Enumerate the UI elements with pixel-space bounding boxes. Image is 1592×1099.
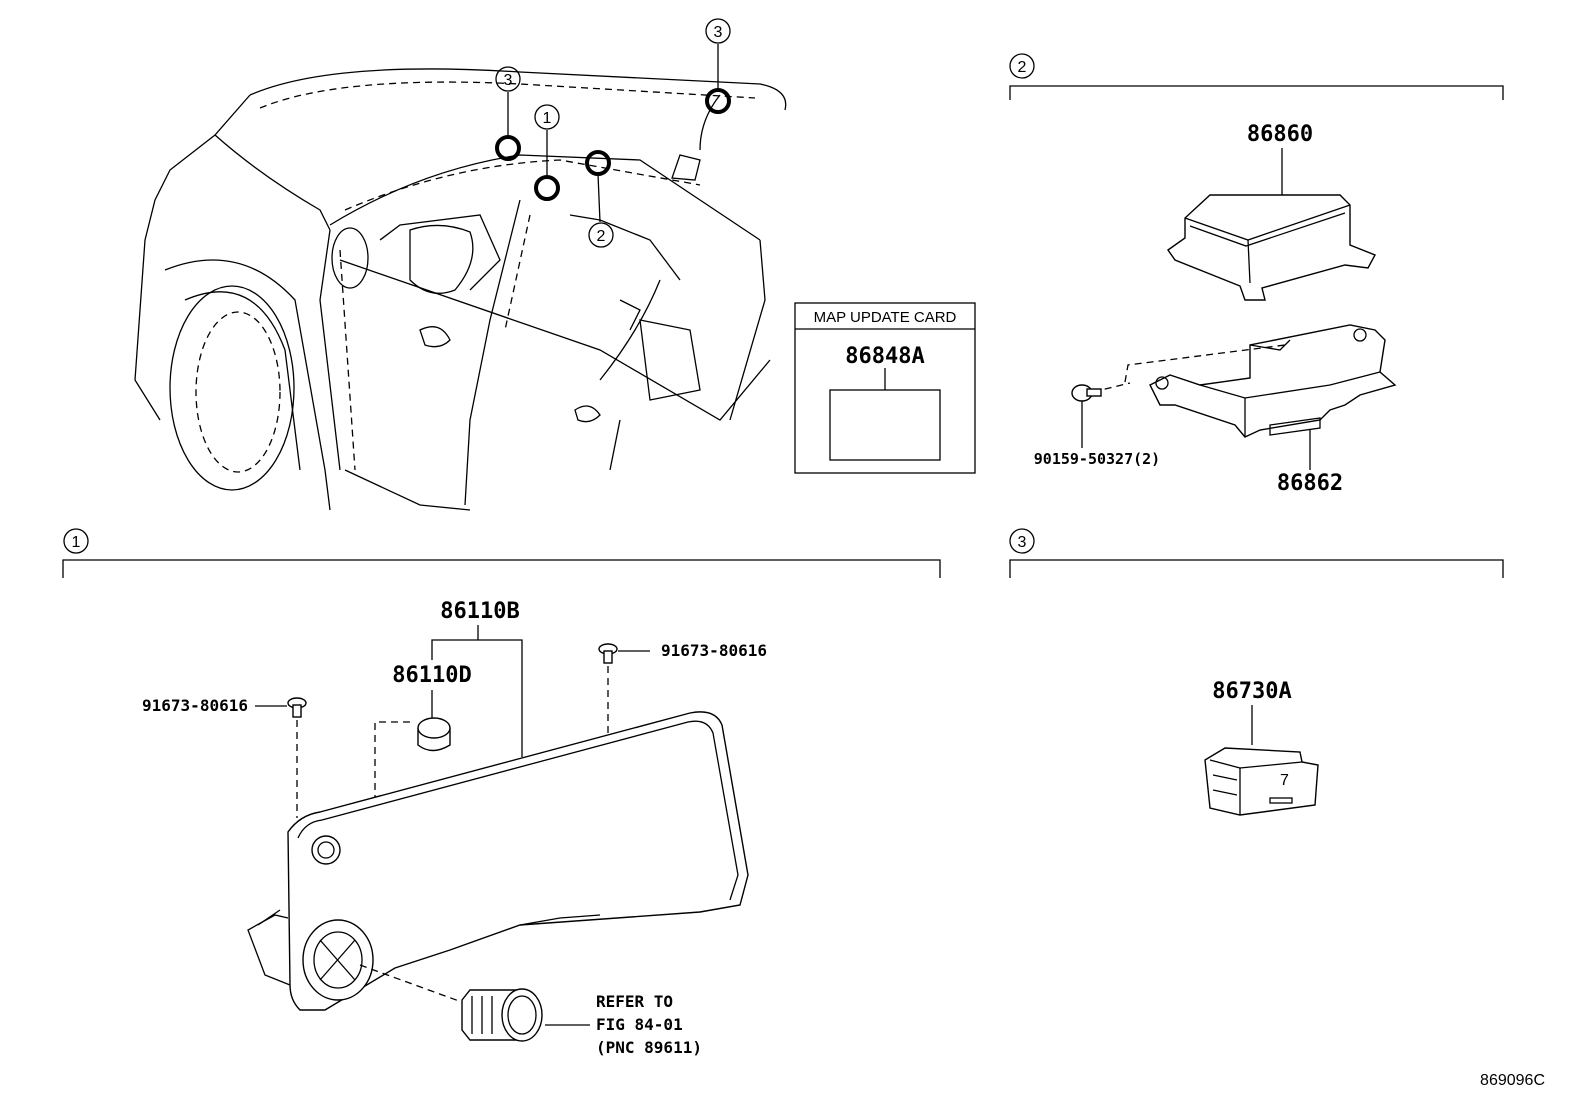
part-number-86862: 86862: [1277, 471, 1343, 496]
section-1-bracket: [62, 559, 941, 578]
location-ring-3-a: [495, 135, 521, 161]
ecu-bracket-illustration: [1149, 324, 1397, 438]
part-number-86110B: 86110B: [440, 599, 519, 624]
callout-1-overview: 1: [543, 110, 552, 127]
section-3-bracket: [1009, 559, 1504, 578]
map-update-card-title: MAP UPDATE CARD: [814, 309, 957, 326]
callout-3-overview-b: 3: [714, 24, 723, 41]
ecu-module-illustration: [1167, 194, 1376, 301]
part-number-90159-50327: 90159-50327(2): [1034, 450, 1160, 468]
callout-3-overview-a: 3: [504, 72, 513, 89]
vehicle-overview-illustration: [134, 68, 787, 511]
section-2-callout: 2: [1018, 59, 1027, 76]
svg-text:7: 7: [1280, 772, 1289, 789]
location-ring-2: [585, 150, 611, 176]
bolt-left-icon: [287, 697, 307, 718]
part-number-91673-80616-left: 91673-80616: [142, 696, 248, 715]
screw-icon: [1071, 384, 1102, 402]
knob-86110D-icon: [417, 717, 451, 752]
display-panel-86110B-illustration: [247, 711, 749, 1011]
refer-to-line-2: FIG 84-01: [596, 1015, 683, 1034]
section-1-callout: 1: [72, 534, 81, 551]
callout-2-overview: 2: [597, 228, 606, 245]
figure-id: 869096C: [1480, 1072, 1545, 1089]
part-number-91673-80616-right: 91673-80616: [661, 641, 767, 660]
refer-to-line-1: REFER TO: [596, 992, 673, 1011]
map-update-card-shape: [829, 389, 941, 461]
section-2-bracket: [1009, 85, 1504, 100]
part-number-86860: 86860: [1247, 122, 1313, 147]
refer-to-line-3: (PNC 89611): [596, 1038, 702, 1057]
part-number-86110D: 86110D: [392, 663, 471, 688]
location-ring-3-b: [705, 88, 731, 114]
section-3-callout: 3: [1018, 534, 1027, 551]
map-update-card-part-number: 86848A: [845, 344, 924, 369]
bolt-right-icon: [598, 643, 618, 664]
map-update-card-box: MAP UPDATE CARD 86848A: [794, 302, 976, 474]
part-number-86730A: 86730A: [1212, 679, 1291, 704]
module-86730A-icon: 7: [1204, 747, 1319, 816]
switch-89611-icon: [461, 988, 543, 1042]
location-ring-1: [534, 175, 560, 201]
